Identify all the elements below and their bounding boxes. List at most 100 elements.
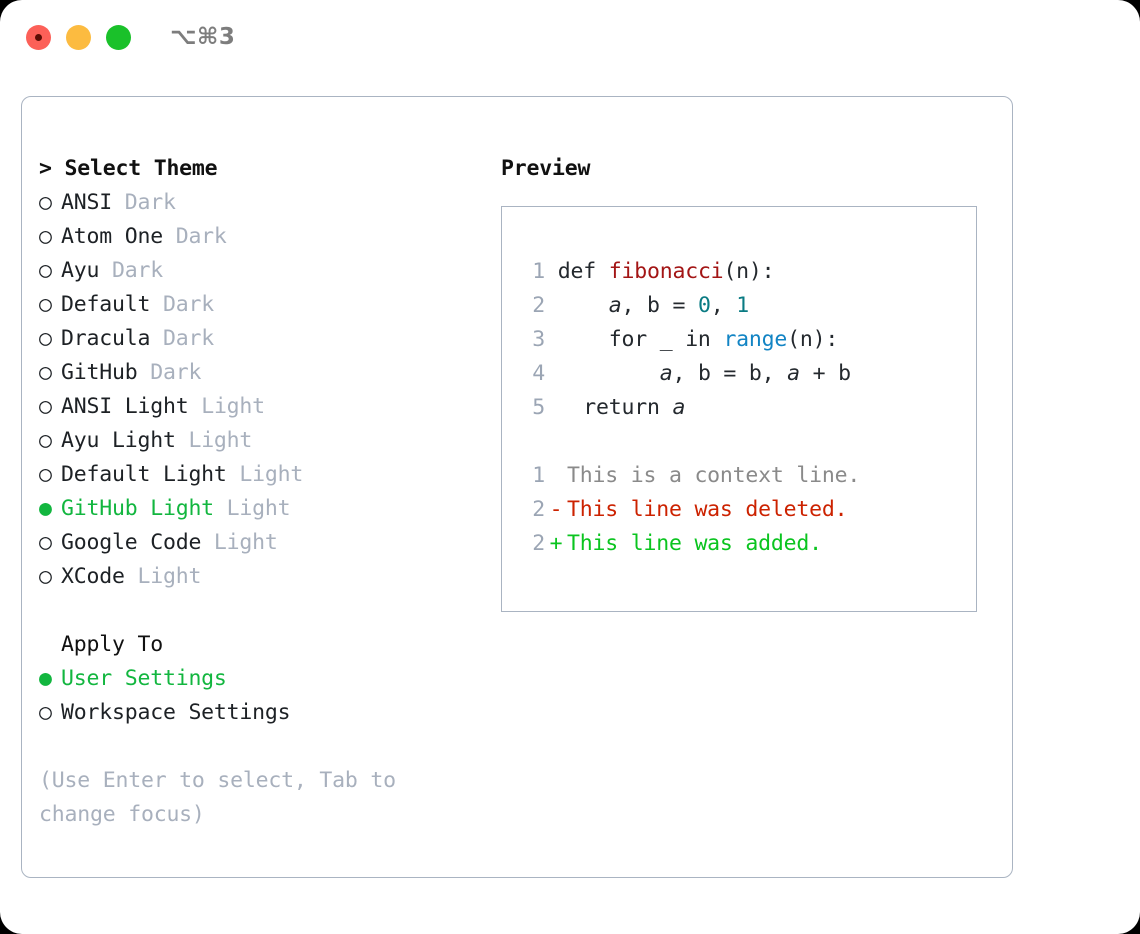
theme-option-label: ANSI Light <box>61 394 189 419</box>
diff-text: This line was added. <box>567 531 822 556</box>
diff-line: 1 This is a context line. <box>515 459 860 493</box>
apply-to-list[interactable]: ●User Settings ○ Workspace Settings <box>39 662 479 730</box>
code-line: 4 a, b = b, a + b <box>515 357 860 391</box>
code-line: 1 def fibonacci(n): <box>515 255 860 289</box>
theme-option-label: GitHub <box>61 360 138 385</box>
minimize-button[interactable] <box>66 25 91 50</box>
theme-option-google-code[interactable]: ○ Google Code Light <box>39 526 479 560</box>
theme-variant-badge: Light <box>201 530 278 555</box>
theme-variant-badge: Dark <box>150 292 214 317</box>
apply-to-option-workspace-settings[interactable]: ○ Workspace Settings <box>39 696 479 730</box>
theme-option-xcode[interactable]: ○ XCode Light <box>39 560 479 594</box>
theme-list[interactable]: ○ ANSI Dark ○ Atom One Dark ○ Ayu Dark ○ Defaul… <box>39 186 479 594</box>
radio-unselected-icon: ○ <box>39 530 52 555</box>
theme-picker-column: > Select Theme ○ANSI Dark○Atom One Dark○… <box>39 152 479 832</box>
diff-line: 2+This line was added. <box>515 527 860 561</box>
diff-marker: + <box>549 531 563 556</box>
code-line: 5 return a <box>515 391 860 425</box>
code-token: range <box>723 327 788 352</box>
main-panel: > Select Theme ○ANSI Dark○Atom One Dark○… <box>21 96 1013 878</box>
theme-option-ansi-light[interactable]: ○ANSI Light Light <box>39 390 479 424</box>
radio-unselected-icon: ○ <box>39 564 52 589</box>
code-token: a <box>787 361 800 386</box>
code-token <box>558 293 609 318</box>
theme-option-label: Ayu <box>61 258 100 283</box>
theme-variant-badge: Light <box>226 462 304 487</box>
code-token: + b <box>799 361 851 386</box>
theme-option-label: Google Code <box>61 530 202 555</box>
close-button[interactable] <box>26 25 51 50</box>
theme-option-github[interactable]: ○ GitHub Dark <box>39 356 479 390</box>
code-token: , <box>710 293 737 318</box>
code-token <box>558 361 660 386</box>
theme-option-label: Default Light <box>61 462 227 487</box>
line-number: 1 <box>532 259 545 284</box>
line-number: 1 <box>532 463 545 488</box>
theme-option-label: Atom One <box>61 224 163 249</box>
theme-option-atom-one[interactable]: ○ Atom One Dark <box>39 220 479 254</box>
theme-option-default[interactable]: ○ Default Dark <box>39 288 479 322</box>
diff-text: This line was deleted. <box>567 497 848 522</box>
radio-unselected-icon: ○ <box>39 292 52 317</box>
code-spacer <box>515 425 860 459</box>
line-number: 3 <box>532 327 545 352</box>
code-token: def <box>557 259 609 284</box>
window-controls <box>26 25 131 50</box>
line-number: 2 <box>532 531 545 556</box>
theme-option-ayu-light[interactable]: ○Ayu Light Light <box>39 424 479 458</box>
code-token: a <box>672 395 686 420</box>
radio-selected-icon: ● <box>39 496 52 521</box>
theme-variant-badge: Dark <box>111 190 176 215</box>
code-token: return <box>557 395 673 420</box>
apply-to-option-label: Workspace Settings <box>61 700 291 725</box>
theme-option-default-light[interactable]: ○ Default Light Light <box>39 458 479 492</box>
radio-unselected-icon: ○ <box>39 462 52 487</box>
preview-column: Preview 1 def fibonacci(n):2 a, b = 0, 1… <box>501 152 991 612</box>
line-number: 2 <box>532 497 545 522</box>
code-token: fibonacci <box>608 259 724 284</box>
theme-option-label: XCode <box>61 564 125 589</box>
apply-to-option-user-settings[interactable]: ●User Settings <box>39 662 479 696</box>
theme-option-label: GitHub Light <box>61 496 214 521</box>
code-line: 2 a, b = 0, 1 <box>515 289 860 323</box>
diff-marker: - <box>549 497 563 522</box>
theme-option-label: ANSI <box>61 190 112 215</box>
code-token: 0 <box>697 293 711 318</box>
code-token: (n): <box>723 259 775 284</box>
code-token: a <box>659 361 673 386</box>
code-token: = <box>659 293 698 318</box>
theme-option-github-light[interactable]: ●GitHub Light Light <box>39 492 479 526</box>
radio-unselected-icon: ○ <box>39 224 52 249</box>
diff-marker <box>545 459 567 493</box>
theme-variant-badge: Light <box>124 564 202 589</box>
radio-unselected-icon: ○ <box>39 428 52 453</box>
keyboard-hint: (Use Enter to select, Tab to change focu… <box>39 768 396 827</box>
theme-option-ansi[interactable]: ○ ANSI Dark <box>39 186 479 220</box>
page-title: > Select Theme <box>39 156 218 181</box>
keyboard-shortcut-label: ⌥⌘3 <box>170 24 236 50</box>
theme-variant-badge: Light <box>188 394 265 419</box>
apply-to-heading: Apply To <box>61 632 163 657</box>
code-token: , <box>621 293 647 318</box>
line-number: 5 <box>532 395 545 420</box>
radio-unselected-icon: ○ <box>39 700 52 725</box>
theme-option-label: Default <box>61 292 151 317</box>
radio-selected-icon: ● <box>39 666 52 691</box>
radio-unselected-icon: ○ <box>39 190 52 215</box>
theme-option-label: Ayu Light <box>61 428 176 453</box>
theme-option-dracula[interactable]: ○ Dracula Dark <box>39 322 479 356</box>
maximize-button[interactable] <box>106 25 131 50</box>
theme-option-ayu[interactable]: ○Ayu Dark <box>39 254 479 288</box>
line-number: 4 <box>532 361 545 386</box>
theme-variant-badge: Dark <box>137 360 202 385</box>
theme-option-label: Dracula <box>61 326 151 351</box>
radio-unselected-icon: ○ <box>39 326 52 351</box>
theme-variant-badge: Dark <box>162 224 227 249</box>
radio-unselected-icon: ○ <box>39 360 52 385</box>
code-token: , b = b, <box>672 361 788 386</box>
theme-variant-badge: Dark <box>150 326 214 351</box>
code-token: a <box>608 293 622 318</box>
radio-unselected-icon: ○ <box>39 258 52 283</box>
